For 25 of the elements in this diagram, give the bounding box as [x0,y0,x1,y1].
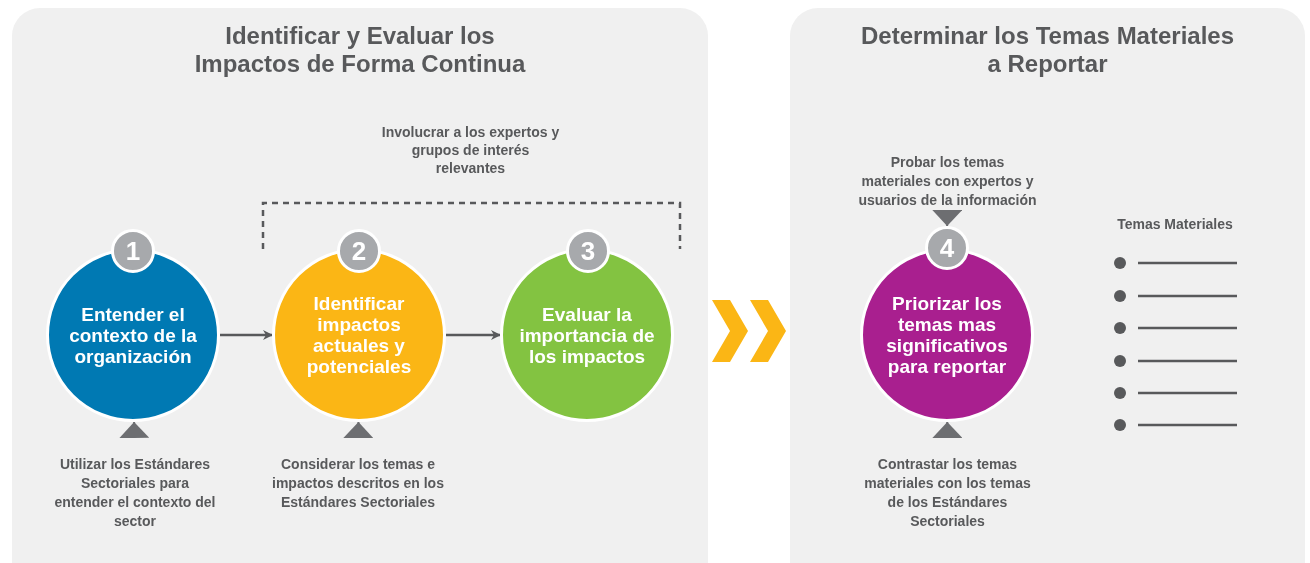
note-text: Considerar los temas e impactos descritos en los Estándares Sectoriales [272,438,444,553]
list-heading: Temas Materiales [1116,215,1234,233]
chevron-arrow [712,300,786,362]
arrow [446,330,501,340]
triangle-arrow [932,421,963,439]
panel-background [790,8,1305,563]
panel-title: Identificar y Evaluar los Impactos de Forma Continua [193,22,527,78]
step-number-badge: 3 [566,229,610,273]
step-text: Priorizar los temas mas significativos para reportar [885,293,1009,377]
panel-background [12,8,708,563]
note-text: Utilizar los Estándares Sectoriales para entender el contexto del sector [50,438,220,553]
triangle-arrow [932,209,963,227]
step-number-badge: 4 [925,226,969,270]
triangle-arrow [343,421,374,439]
step-number-badge: 1 [111,229,155,273]
note-text: Probar los temas materiales con expertos y usuarios de la información [855,123,1040,210]
step-text: Evaluar la importancia de los impactos [518,303,656,367]
arrow [220,330,273,340]
panel-title: Determinar los Temas Materiales a Reportar [859,22,1236,78]
step-number-badge: 2 [337,229,381,273]
triangle-arrow [119,421,150,439]
step-text: Entender el contexto de la organización [68,303,198,367]
bracket-label: Involucrar a los expertos y grupos de interés relevantes [380,123,561,177]
note-text: Contrastar los temas materiales con los temas de los Estándares Sectoriales [855,438,1040,553]
step-text: Identificar impactos actuales y potenciales [305,293,413,377]
